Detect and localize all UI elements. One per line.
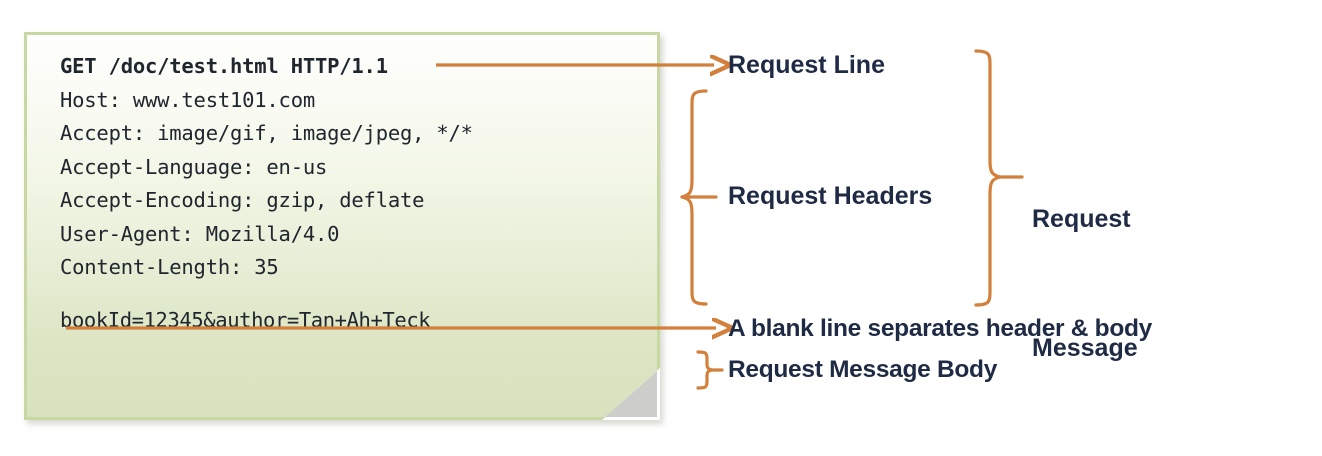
request-line-text: GET /doc/test.html HTTP/1.1 (60, 54, 388, 78)
request-headers-brace-icon (680, 89, 718, 306)
label-request-line: Request Line (728, 51, 885, 79)
label-request-message-body: Request Message Body (728, 356, 998, 383)
label-request-message-header-line1: Request (1032, 205, 1131, 233)
request-message-body-text: bookId=12345&author=Tan+Ah+Teck (60, 307, 431, 332)
label-blank-line-separator: A blank line separates header & body (728, 315, 1152, 342)
request-message-body-brace-icon (696, 350, 724, 390)
request-message-header-brace-icon (974, 49, 1024, 307)
page-fold-corner-icon (605, 371, 657, 417)
header-line-user-agent: User-Agent: Mozilla/4.0 (60, 221, 340, 246)
header-line-content-length: Content-Length: 35 (60, 255, 279, 279)
http-message-lines: GET /doc/test.html HTTP/1.1 Host: www.te… (60, 50, 620, 337)
header-line-accept: Accept: image/gif, image/jpeg, */* (60, 121, 473, 145)
label-request-message-header-line2: Message (1032, 334, 1138, 362)
label-request-headers: Request Headers (728, 182, 933, 210)
http-request-message-box: GET /doc/test.html HTTP/1.1 Host: www.te… (24, 32, 660, 420)
label-request-message-header: Request Message Header (1032, 112, 1138, 456)
header-line-accept-language: Accept-Language: en-us (60, 154, 328, 179)
blank-separator-line (60, 285, 620, 304)
header-line-accept-encoding: Accept-Encoding: gzip, deflate (60, 188, 425, 212)
header-line-host: Host: www.test101.com (60, 87, 315, 112)
